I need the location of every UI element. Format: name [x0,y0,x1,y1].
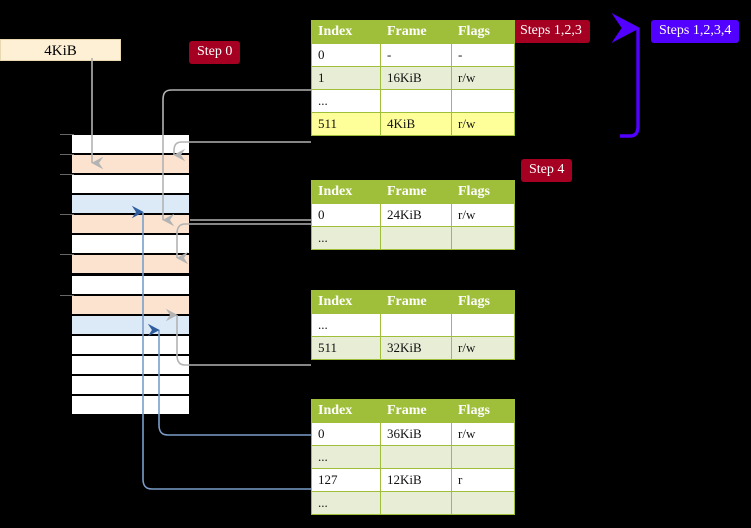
column-header-frame: Frame [380,20,452,44]
memory-scale-tick [60,294,74,296]
cell-index: 1 [311,66,381,90]
step-0-badge: Step 0 [189,41,241,64]
cell-flags [451,226,515,250]
cell-index: 127 [311,468,381,492]
cell-flags [451,445,515,469]
column-header-flags: Flags [451,20,515,44]
memory-frame-row [71,214,190,235]
connector-l2-idx511 [165,308,311,366]
cell-index: ... [311,226,381,250]
cell-flags: r [451,468,515,492]
memory-frame-row [71,254,190,275]
cell-index: ... [311,89,381,113]
memory-scale-tick [60,154,74,156]
cell-frame [380,313,452,337]
memory-frame-row [71,174,190,195]
column-header-flags: Flags [451,290,515,314]
memory-frame-row [71,234,190,255]
cell-frame [380,445,452,469]
column-header-flags: Flags [451,180,515,204]
column-header-index: Index [311,399,381,423]
cell-index: ... [311,445,381,469]
table-row[interactable]: ... [311,445,515,469]
steps-123-badge: Steps 1,2,3 [512,20,590,43]
cell-flags: r/w [451,112,515,136]
cell-frame: 36KiB [380,422,452,446]
cell-flags [451,89,515,113]
memory-frame-row [71,274,190,295]
column-header-index: Index [311,290,381,314]
column-header-index: Index [311,180,381,204]
table-row[interactable]: 0-- [311,43,515,67]
memory-frame-row [71,354,190,375]
memory-frame-row [71,314,190,335]
cell-index: ... [311,313,381,337]
purple-steps-arrow [611,13,641,138]
cell-index: 511 [311,112,381,136]
memory-frame-row [71,334,190,355]
table-row[interactable]: ... [311,226,515,250]
physical-memory-column [71,134,190,415]
memory-frame-row [71,194,190,215]
connector-l4-idx511 [173,141,311,162]
cell-frame: - [380,43,452,67]
cell-frame: 12KiB [380,468,452,492]
memory-size-label: 4KiB [0,39,121,61]
table-row[interactable]: ... [311,313,515,337]
table-row[interactable]: ... [311,491,515,515]
cell-flags [451,491,515,515]
cell-flags [451,313,515,337]
cell-flags: r/w [451,66,515,90]
cell-flags: - [451,43,515,67]
cell-frame [380,491,452,515]
memory-frame-row [71,394,190,415]
cell-flags: r/w [451,203,515,227]
memory-frame-row [71,294,190,315]
memory-scale-tick [60,134,74,135]
table-row[interactable]: ... [311,89,515,113]
cell-flags: r/w [451,336,515,360]
cell-index: 0 [311,203,381,227]
cell-frame [380,226,452,250]
cell-index: 0 [311,43,381,67]
cell-frame: 4KiB [380,112,452,136]
cell-frame: 32KiB [380,336,452,360]
column-header-frame: Frame [380,399,452,423]
column-header-index: Index [311,20,381,44]
connector-l3-down [176,223,311,265]
memory-frame-row [71,154,190,175]
step-4-badge: Step 4 [521,159,573,182]
cell-frame: 16KiB [380,66,452,90]
cell-flags: r/w [451,422,515,446]
cell-frame [380,89,452,113]
column-header-flags: Flags [451,399,515,423]
memory-frame-row [71,374,190,395]
cell-frame: 24KiB [380,203,452,227]
memory-frame-row [71,134,190,155]
cell-index: ... [311,491,381,515]
memory-scale-tick [60,174,74,176]
column-header-frame: Frame [380,180,452,204]
memory-scale-tick [60,214,74,216]
memory-scale-tick [60,254,74,256]
column-header-frame: Frame [380,290,452,314]
cell-index: 511 [311,336,381,360]
steps-1234-badge: Steps 1,2,3,4 [651,20,740,43]
cell-index: 0 [311,422,381,446]
